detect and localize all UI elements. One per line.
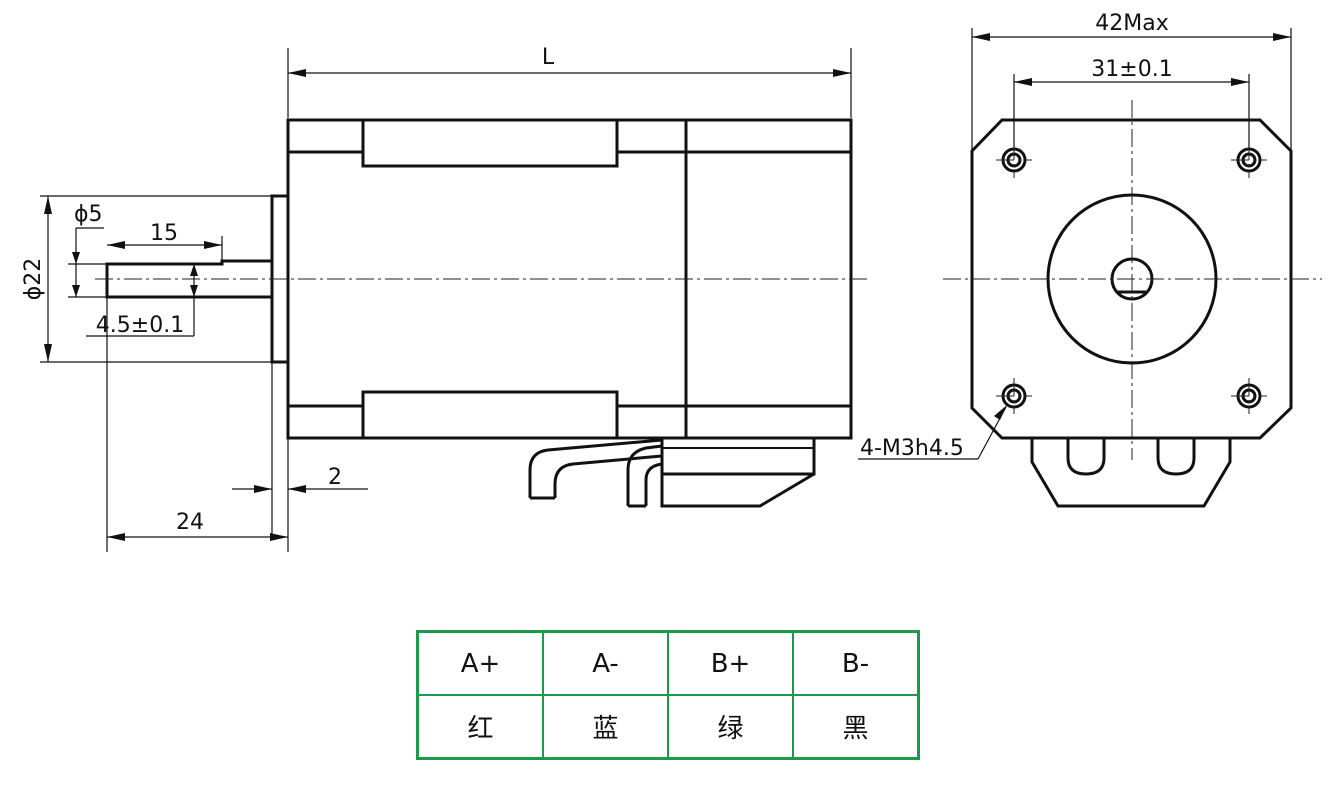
motor-dimension-drawing: L ϕ22 ϕ5 15 4.5±0.1 2 [21,11,1322,552]
flat-depth-label: 4.5±0.1 [96,313,184,338]
connector-slot-2 [1156,438,1196,476]
shaft-diameter-label: ϕ5 [74,202,103,227]
phase-a-plus: A+ [416,630,544,696]
wiring-color-row: 红 蓝 绿 黑 [416,694,920,760]
phase-b-plus: B+ [667,630,794,696]
phase-a-minus: A- [542,630,669,696]
connector-top [660,436,816,476]
hole-spacing-label: 31±0.1 [1091,57,1172,82]
mounting-holes-label: 4-M3h4.5 [860,436,964,461]
wiring-header-row: A+ A- B+ B- [416,630,920,696]
color-b-plus: 绿 [667,694,794,760]
connector-slot-1 [1066,438,1106,476]
color-a-plus: 红 [416,694,544,760]
boss-height-label: 2 [328,465,342,490]
phase-b-minus: B- [792,630,920,696]
boss-diameter-label: ϕ22 [21,258,46,301]
shaft [105,259,272,299]
cable-2 [626,444,663,506]
length-label: L [542,45,555,70]
cable-1 [528,438,663,498]
bottom-pocket [361,390,619,440]
connector-front [1030,438,1232,508]
flange-outline [970,118,1293,440]
top-pocket [361,118,619,168]
wiring-table: A+ A- B+ B- 红 蓝 绿 黑 [416,630,920,760]
shaft-length-label: 24 [176,510,204,535]
front-view: 42Max 31±0.1 4-M3h4.5 [858,11,1322,508]
color-a-minus: 蓝 [542,694,669,760]
flat-length-label: 15 [150,221,178,246]
flange-width-label: 42Max [1095,11,1168,36]
color-b-minus: 黑 [792,694,920,760]
side-view: L ϕ22 ϕ5 15 4.5±0.1 2 [21,45,870,552]
